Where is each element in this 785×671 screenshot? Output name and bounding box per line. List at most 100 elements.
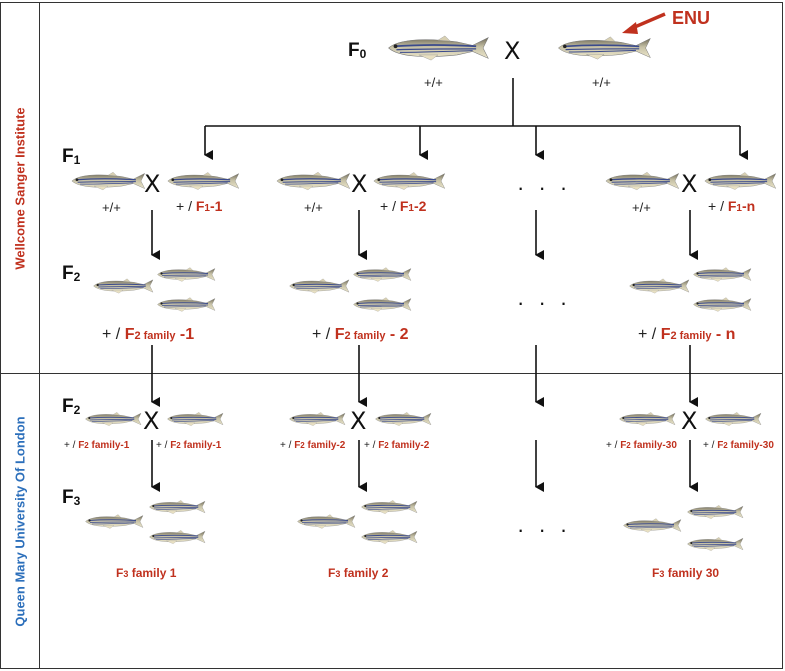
f3-family-1-label: F3 family 1 [116,566,176,580]
f3-family-2-suffix: family 2 [340,566,389,580]
f2-family-2-prefix: + / [312,326,335,343]
f1-2-genotype-suffix: -2 [413,198,427,214]
zebrafish-image-f2cross-n-right [704,410,762,428]
zebrafish-image-f2-n-a [628,276,690,296]
f2-cross-n-right-genotype: + / F2 family-30 [703,440,774,451]
gen-f3-sub: 3 [73,494,81,508]
zebrafish-image-f0-left [386,34,490,62]
f1-1-wt-genotype: +/+ [102,200,121,215]
f2-family-n-main: F [660,326,671,343]
f2-cross-n-right-main: F [717,440,724,451]
f2-family-1-sub: 2 family [134,330,176,342]
f2-family-2-suffix: - 2 [385,326,409,343]
cross-symbol-f2-n: X [681,407,698,435]
generation-label-f1: F1 [62,146,80,168]
zebrafish-image-f1-2-mut [372,170,446,192]
f3-family-2-main: F [328,566,336,580]
f2-cross-1-left-genotype: + / F2 family-1 [64,440,129,451]
f2-cross-2-right-prefix: + / [364,440,379,451]
f1-2-genotype: + / F1-2 [380,198,426,214]
f3-family-n-suffix: family 30 [664,566,720,580]
qmul-side-column [0,373,40,669]
zebrafish-image-f2-1-b [156,265,216,284]
f1-1-genotype-suffix: -1 [209,198,223,214]
zebrafish-image-f2cross-1-left [84,410,142,428]
cross-symbol-f1-1: X [144,170,161,198]
f1-n-genotype: + / F1-n [708,198,755,214]
f1-n-genotype-sub: 1 [736,203,742,214]
f2-family-2-main: F [334,326,345,343]
enu-arrow-head [622,22,638,34]
f2-family-2-sub: 2 family [344,330,386,342]
zebrafish-image-f0-right [556,34,652,62]
f3-family-1-sub: 3 [123,569,129,579]
f2-family-n-prefix: + / [638,326,661,343]
gen-f2b-main: F [62,396,74,417]
gen-f2b-sub: 2 [73,403,81,417]
f1-n-wt-genotype: +/+ [632,200,651,215]
f2-cross-2-right-suffix: family-2 [388,440,430,451]
f3-family-1-main: F [116,566,124,580]
f3-family-n-main: F [652,566,660,580]
f2-cross-2-left-main: F [294,440,301,451]
zebrafish-image-f1-1-mut [166,170,240,192]
f2-cross-2-left-genotype: + / F2 family-2 [280,440,345,451]
zebrafish-image-f2-2-a [288,276,350,296]
f1-2-genotype-prefix: + / [380,198,400,214]
f1-n-genotype-prefix: + / [708,198,728,214]
zebrafish-image-f3-2-b [360,498,418,516]
f2-cross-n-left-sub: 2 [626,441,631,450]
zebrafish-image-f3-1-a [84,512,144,531]
f2-cross-n-right-prefix: + / [703,440,718,451]
zebrafish-image-f2cross-2-right [374,410,432,428]
gen-f2-sub: 2 [73,270,81,284]
f2-family-2-genotype: + / F2 family - 2 [312,326,409,344]
zebrafish-image-f2cross-2-left [288,410,346,428]
zebrafish-image-f2-n-c [692,295,752,314]
zebrafish-image-f1-n-wt [604,170,680,192]
gen-f1-main: F [62,146,74,167]
ellipsis-f2: · · · [517,290,572,315]
zebrafish-image-f3-n-a [622,516,682,535]
zebrafish-image-f1-1-wt [70,170,146,192]
gen-f1-sub: 1 [73,153,81,167]
f1-1-genotype-prefix: + / [176,198,196,214]
f2-cross-1-right-prefix: + / [156,440,171,451]
f2-family-n-genotype: + / F2 family - n [638,326,735,344]
f2-cross-1-left-main: F [78,440,85,451]
zebrafish-image-f2-1-a [92,276,154,296]
f1-2-genotype-sub: 1 [408,203,414,214]
gen-f3-main: F [62,487,74,508]
f3-family-1-suffix: family 1 [128,566,177,580]
f2-cross-2-left-suffix: family-2 [304,440,346,451]
zebrafish-image-f3-n-c [686,535,744,553]
f2-cross-1-left-sub: 2 [84,441,89,450]
zebrafish-image-f3-1-c [148,528,206,546]
f1-2-genotype-main: F [399,198,409,214]
zebrafish-image-f2cross-n-left [618,410,676,428]
f0-left-genotype: +/+ [424,75,443,90]
ellipsis-f3: · · · [517,517,572,542]
f2-family-n-sub: 2 family [670,330,712,342]
zebrafish-image-f3-n-b [686,503,744,521]
gen-f2-main: F [62,263,74,284]
f1-1-genotype-main: F [195,198,205,214]
zebrafish-image-f3-2-c [360,528,418,546]
f2-cross-1-right-sub: 2 [176,441,181,450]
enu-label: ENU [672,8,711,28]
gen-f0-main: F [348,40,360,61]
f2-cross-2-right-main: F [378,440,385,451]
f2-cross-n-right-suffix: family-30 [727,440,774,451]
f3-family-n-label: F3 family 30 [652,566,719,580]
f2-cross-2-left-prefix: + / [280,440,295,451]
zebrafish-image-f2-n-b [692,265,752,284]
generation-label-f3: F3 [62,487,80,509]
generation-label-f0: F0 [348,40,366,62]
generation-label-f2-qmul: F2 [62,396,80,418]
cross-symbol-f0: X [504,37,521,65]
f1-1-genotype: + / F1-1 [176,198,222,214]
f3-family-2-label: F3 family 2 [328,566,388,580]
f3-family-2-sub: 3 [335,569,341,579]
f2-cross-2-left-sub: 2 [300,441,305,450]
